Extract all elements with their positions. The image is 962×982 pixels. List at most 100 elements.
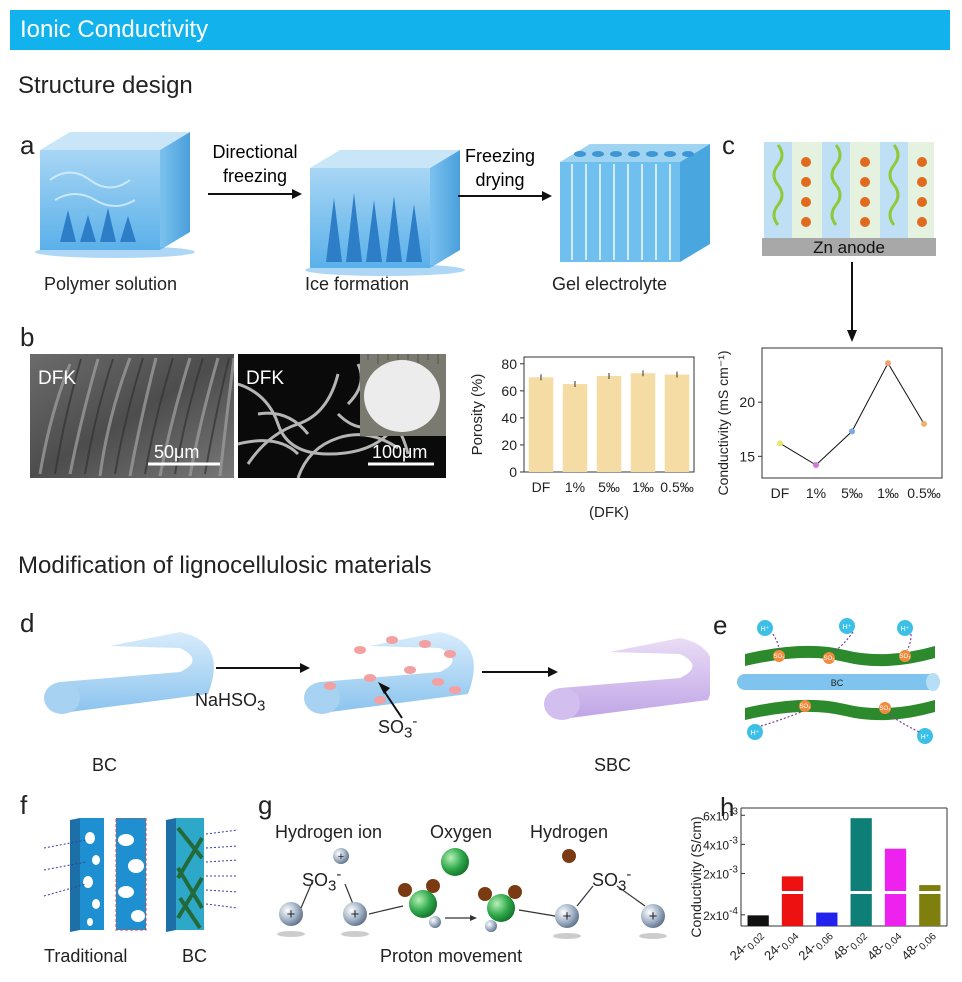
sulfonated-bc-fiber [304, 632, 474, 714]
zn-anode-label: Zn anode [813, 238, 885, 257]
panel-a-diagram: Directional freezing Freezing drying [30, 120, 710, 300]
reagent-label: NaHSO3 [195, 690, 265, 715]
conductivity-ytick-label-1: 20 [739, 394, 755, 410]
h-xtick-label-0: 24-0.02 [727, 925, 768, 966]
svg-text:+: + [649, 908, 658, 925]
porosity-ytick-label-3: 60 [501, 383, 517, 399]
bc-membrane [166, 818, 238, 932]
h-xtick-label-4: 48-0.04 [864, 925, 905, 966]
traditional-membrane [70, 818, 146, 932]
porosity-ytick-label-0: 0 [509, 464, 517, 480]
panel-c-label: c [722, 130, 735, 161]
h-bar-break-4 [884, 891, 907, 894]
porosity-ytick-label-2: 40 [501, 410, 517, 426]
porosity-xtick-label-2: 5‰ [598, 479, 620, 495]
arrow1-label-line1: Directional [212, 142, 297, 162]
porosity-ylabel: Porosity (%) [469, 374, 486, 456]
title-banner: Ionic Conductivity [10, 10, 950, 50]
conductivity-plot-frame [762, 348, 942, 478]
arrow-to-sbc [548, 667, 558, 677]
h-xtick-label-3: 48-0.02 [830, 925, 871, 966]
bc-fiber [44, 632, 214, 714]
e-ion-3: H⁺ [901, 626, 910, 633]
panel-f-label: f [20, 790, 27, 821]
conductivity-ylabel: Conductivity (mS cm⁻¹) [715, 350, 731, 495]
panel-g-label: g [258, 790, 272, 821]
svg-text:+: + [563, 908, 572, 925]
panel-c-anode-diagram: Zn anode [760, 140, 940, 260]
conductivity-xtick-label-4: 0.5‰ [907, 485, 940, 501]
porosity-bar-0 [529, 377, 553, 472]
h-bar-2 [816, 913, 837, 926]
polymer-solution-cube [35, 132, 195, 258]
sem1-scale-label: 50μm [154, 442, 199, 462]
h-bar-0 [748, 915, 769, 926]
legend-hydrogen-icon [562, 849, 576, 863]
conductivity-series-line [780, 363, 924, 465]
e-group-5: SO₃ [879, 706, 891, 712]
porosity-bar-1 [563, 384, 587, 472]
porosity-xtick-label-4: 0.5‰ [660, 479, 693, 495]
h-bar-3 [851, 818, 872, 926]
h-xtick-label-1: 24-0.04 [761, 925, 802, 966]
e-group-2: SO₃ [823, 656, 835, 662]
e-ion-4: H⁺ [751, 730, 760, 737]
h-ytick-label-0: 2x10-4 [703, 906, 738, 923]
caption-traditional: Traditional [44, 946, 127, 967]
arrow-sulfonation [300, 663, 310, 673]
porosity-bar-3 [631, 373, 655, 472]
e-ion-1: H⁺ [761, 626, 770, 633]
banner-title: Ionic Conductivity [20, 16, 208, 44]
conductivity-xtick-label-2: 5‰ [841, 485, 863, 501]
h-bar-4 [885, 849, 906, 926]
conductivity-xtick-label-3: 1‰ [877, 485, 899, 501]
panel-b-label: b [20, 322, 34, 353]
e-ion-2: H⁺ [843, 624, 852, 631]
h-xtick-label-5: 48-0.06 [898, 925, 939, 966]
legend-oxygen-icon [441, 848, 469, 876]
panel-d-diagram [30, 620, 710, 750]
ice-formation-cube [305, 150, 465, 276]
h-bar-break-5 [918, 891, 941, 894]
sem2-tag: DFK [246, 368, 284, 389]
h-bar-break-3 [850, 891, 873, 894]
conductivity-point-3 [885, 360, 891, 366]
porosity-xtick-label-1: 1% [565, 479, 585, 495]
e-ion-5: H⁺ [921, 734, 930, 741]
svg-text:+: + [287, 906, 296, 923]
sem2-scale-label: 100μm [372, 442, 427, 462]
panel-g-proton-diagram: + + + + + [265, 840, 685, 940]
caption-ice-formation: Ice formation [305, 274, 409, 295]
arrow2-label-line2: drying [475, 170, 524, 190]
conductivity-ytick-label-0: 15 [739, 448, 755, 464]
sem-image-cross-section: DFK 50μm [30, 354, 234, 478]
gel-electrolyte-cube [560, 144, 710, 262]
caption-polymer-solution: Polymer solution [44, 274, 177, 295]
porosity-bar-4 [665, 375, 689, 472]
section-modification-title: Modification of lignocellulosic material… [18, 552, 432, 580]
h-xtick-label-2: 24-0.06 [795, 925, 836, 966]
e-group-3: SO₃ [899, 654, 911, 660]
conductivity-point-4 [921, 421, 927, 427]
panel-e-molecular-diagram: BC H⁺ H⁺ H⁺ H⁺ H⁺ SO₃ SO₃ SO₃ SO₃ SO₃ [725, 612, 950, 750]
conductivity-point-2 [849, 428, 855, 434]
conductivity-point-0 [777, 440, 783, 446]
proton-chain: + + + + [277, 879, 667, 939]
svg-text:+: + [338, 851, 344, 863]
porosity-ytick-label-1: 20 [501, 437, 517, 453]
porosity-xtick-label-0: DF [532, 479, 551, 495]
section-structure-title: Structure design [18, 72, 193, 100]
h-ytick-label-1: 2x10-3 [703, 864, 738, 881]
porosity-ytick-label-4: 80 [501, 356, 517, 372]
h-bar-break-1 [781, 891, 804, 894]
caption-sbc: SBC [594, 755, 631, 776]
conductivity-bar-chart-h: 2x10-42x10-34x10-36x10-324-0.0224-0.0424… [685, 800, 957, 980]
caption-bc: BC [92, 755, 117, 776]
porosity-xlabel: (DFK) [589, 504, 629, 521]
arrow2-label-line1: Freezing [465, 146, 535, 166]
svg-text:+: + [351, 906, 360, 923]
h-bar-1 [782, 876, 803, 926]
h-ylabel: Conductivity (S/cm) [688, 816, 704, 937]
